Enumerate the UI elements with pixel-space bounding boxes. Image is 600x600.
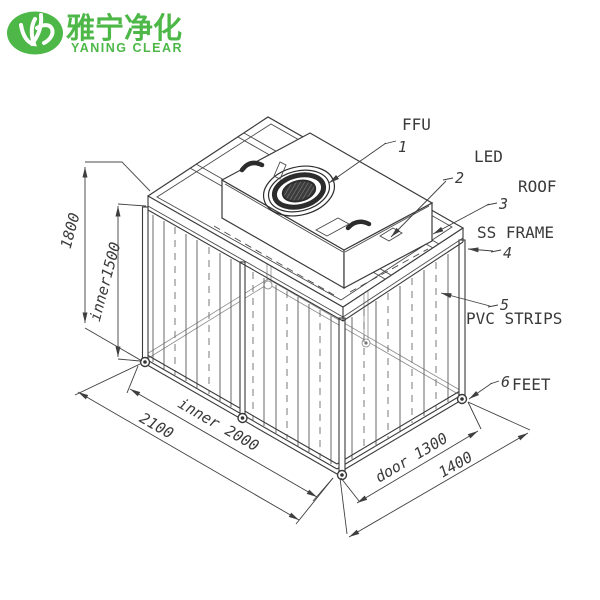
fan-icon bbox=[262, 165, 336, 217]
pvc-strips-right-face bbox=[351, 254, 449, 459]
callout-num-6: 6 bbox=[501, 373, 510, 391]
label-ffu: FFU bbox=[402, 115, 431, 134]
callout-labels: FFU 1 LED 2 ROOF 3 SS FRAME 4 5 PVC STRI… bbox=[398, 115, 562, 394]
callout-num-4: 4 bbox=[503, 244, 512, 262]
dim-text-inner1500: inner1500 bbox=[86, 240, 124, 323]
label-pvc-strips: PVC STRIPS bbox=[466, 309, 562, 328]
dim-overall-width: 1400 bbox=[339, 401, 531, 538]
dim-inner-height: inner1500 bbox=[86, 203, 147, 362]
dim-text-inner2000: inner 2000 bbox=[175, 394, 262, 455]
dim-overall-height: 1800 bbox=[57, 167, 143, 362]
callout-num-1: 1 bbox=[398, 138, 407, 156]
logo-name-cn: 雅宁净化 bbox=[66, 11, 182, 45]
callout-num-2: 2 bbox=[455, 169, 464, 187]
callout-leaders bbox=[328, 140, 502, 400]
logo-glyph-icon bbox=[19, 13, 55, 47]
post-right bbox=[458, 239, 466, 399]
handle-icon bbox=[345, 219, 372, 231]
label-feet: FEET bbox=[512, 375, 551, 394]
callout-num-3: 3 bbox=[498, 195, 508, 213]
logo-name-en: YANING CLEAR bbox=[71, 41, 183, 55]
handle-icon bbox=[239, 160, 265, 173]
label-roof: ROOF bbox=[518, 177, 557, 196]
logo-ellipse-icon bbox=[7, 11, 63, 55]
label-ss-frame: SS FRAME bbox=[477, 223, 554, 242]
post-front bbox=[338, 317, 346, 475]
ffu-unit bbox=[220, 132, 434, 290]
logo: 雅宁净化 YANING CLEAR bbox=[7, 11, 183, 55]
post-left bbox=[141, 206, 149, 363]
dim-text-door1300: door 1300 bbox=[372, 429, 451, 486]
dim-text-1800: 1800 bbox=[57, 211, 84, 251]
post-mid-left bbox=[239, 261, 246, 419]
label-led: LED bbox=[474, 147, 503, 166]
callout-num-5: 5 bbox=[500, 296, 509, 314]
